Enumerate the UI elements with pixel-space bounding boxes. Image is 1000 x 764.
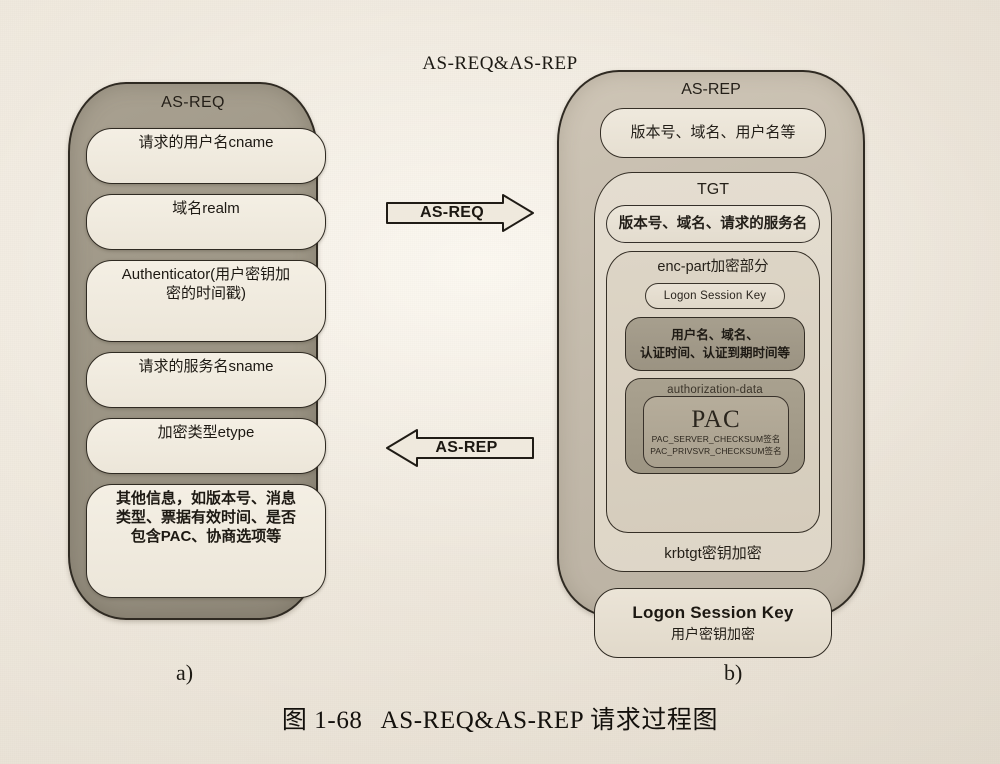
enc-part-title: enc-part加密部分 <box>657 259 769 275</box>
as-req-item-sname: 请求的服务名sname <box>86 352 326 408</box>
pac-title: PAC <box>691 406 741 434</box>
panel-as-rep: AS-REP 版本号、域名、用户名等 TGT 版本号、域名、请求的服务名 enc… <box>557 70 865 658</box>
as-req-item-other-info-line2: 类型、票据有效时间、是否 <box>115 509 296 527</box>
authorization-data-container: authorization-data PAC PAC_SERVER_CHECKS… <box>625 378 805 474</box>
as-req-item-other-info-line1: 其他信息，如版本号、消息 <box>115 490 296 507</box>
as-req-arrow: AS-REQ <box>385 193 535 233</box>
panel-as-rep-title: AS-REP <box>681 81 741 98</box>
enc-part-user-info: 用户名、域名、 认证时间、认证到期时间等 <box>625 317 805 371</box>
logon-session-key-box: Logon Session Key 用户密钥加密 <box>594 588 832 658</box>
pac-privsvr-checksum-line: PAC_PRIVSVR_CHECKSUM签名 <box>650 445 782 456</box>
as-req-item-sname-line1: 请求的服务名sname <box>138 358 274 375</box>
logon-session-key-subtitle: 用户密钥加密 <box>671 625 755 642</box>
as-req-item-other-info-line3: 包含PAC、协商选项等 <box>130 528 282 546</box>
enc-part-container: enc-part加密部分 Logon Session Key 用户名、域名、 认… <box>606 251 820 533</box>
as-req-item-etype: 加密类型etype <box>86 418 326 474</box>
as-rep-arrow-icon <box>386 429 534 467</box>
tgt-title: TGT <box>697 181 729 198</box>
as-req-item-realm: 域名realm <box>86 194 326 250</box>
as-req-item-cname-line1: 请求的用户名cname <box>138 134 274 151</box>
as-rep-header-item-text: 版本号、域名、用户名等 <box>630 124 796 142</box>
enc-part-user-info-line1: 用户名、域名、 <box>671 327 759 342</box>
panel-as-req: AS-REQ 请求的用户名cname 域名realm Authenticator… <box>68 82 326 620</box>
enc-part-user-info-line2: 认证时间、认证到期时间等 <box>639 346 790 360</box>
subfigure-label-a: a) <box>176 660 194 685</box>
figure-caption-text: AS-REQ&AS-REP 请求过程图 <box>380 707 719 734</box>
as-rep-header-item: 版本号、域名、用户名等 <box>600 108 826 158</box>
tgt-plain-item: 版本号、域名、请求的服务名 <box>606 205 820 243</box>
figure-top-title: AS-REQ&AS-REP <box>422 53 578 74</box>
authorization-data-title: authorization-data <box>667 384 763 396</box>
as-req-item-authenticator-line1: Authenticator(用户密钥加 <box>121 266 291 283</box>
enc-part-logon-session-key: Logon Session Key <box>645 283 785 309</box>
figure-caption-number: 图 1-68 <box>281 707 363 734</box>
logon-session-key-title: Logon Session Key <box>632 603 794 623</box>
as-req-item-other-info: 其他信息，如版本号、消息 类型、票据有效时间、是否 包含PAC、协商选项等 <box>86 484 326 598</box>
panel-as-req-title: AS-REQ <box>161 94 225 111</box>
pac-server-checksum-line: PAC_SERVER_CHECKSUM签名 <box>651 434 781 445</box>
enc-part-logon-session-key-text: Logon Session Key <box>663 289 767 302</box>
figure-caption: 图 1-68 AS-REQ&AS-REP 请求过程图 <box>0 700 1000 736</box>
pac-container: PAC PAC_SERVER_CHECKSUM签名 PAC_PRIVSVR_CH… <box>643 396 789 468</box>
tgt-footer-krbtgt: krbtgt密钥加密 <box>664 544 762 562</box>
as-req-item-etype-line1: 加密类型etype <box>157 424 255 441</box>
tgt-plain-item-text: 版本号、域名、请求的服务名 <box>618 215 808 232</box>
as-req-item-authenticator: Authenticator(用户密钥加 密的时间戳) <box>86 260 326 342</box>
as-req-item-authenticator-line2: 密的时间戳) <box>166 285 246 303</box>
subfigure-label-b: b) <box>724 660 743 685</box>
as-rep-arrow: AS-REP <box>380 428 535 468</box>
as-req-item-cname: 请求的用户名cname <box>86 128 326 184</box>
as-req-arrow-icon <box>386 194 534 232</box>
tgt-container: TGT 版本号、域名、请求的服务名 enc-part加密部分 Logon Ses… <box>594 172 832 572</box>
as-req-item-realm-line1: 域名realm <box>172 200 240 217</box>
